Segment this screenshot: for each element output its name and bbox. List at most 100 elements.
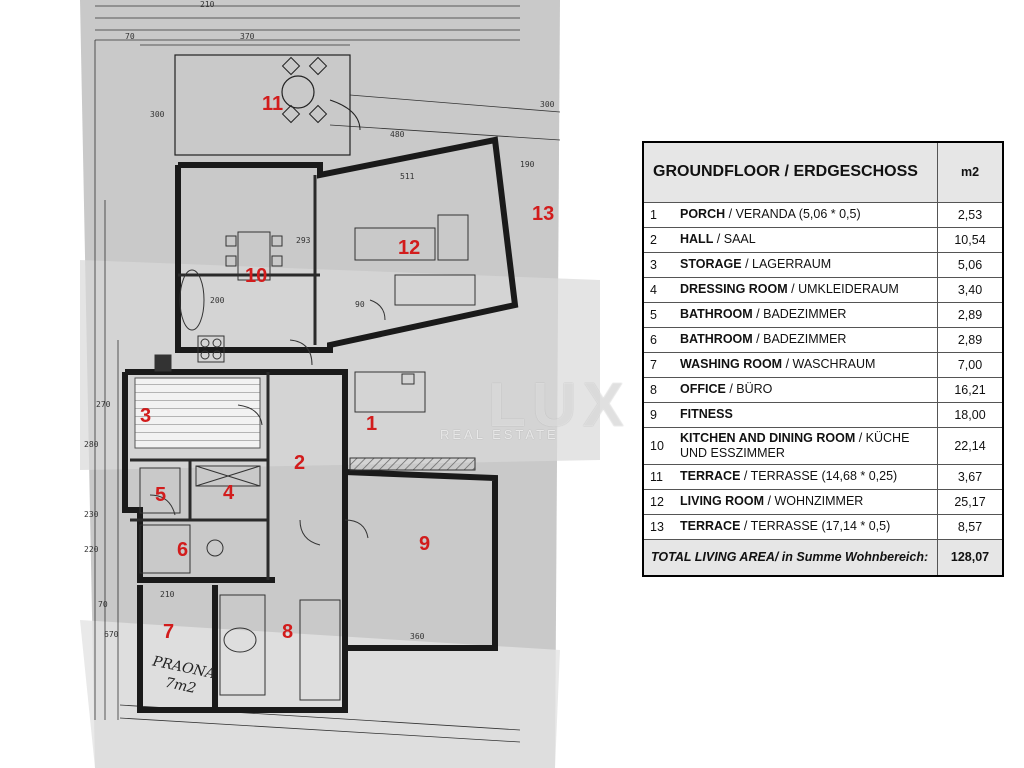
door-swings xyxy=(149,339,369,546)
room-name-en: DRESSING ROOM xyxy=(680,282,788,296)
room-name: DRESSING ROOM / UMKLEIDERAUM xyxy=(675,276,938,303)
room-number: 6 xyxy=(642,326,675,353)
room-number: 1 xyxy=(642,201,675,228)
room-name-en: BATHROOM xyxy=(680,332,753,346)
dimension-label: 70 xyxy=(125,32,135,41)
unit-header: m2 xyxy=(937,141,1004,203)
dimension-label: 190 xyxy=(520,160,535,169)
room-marker-3: 3 xyxy=(140,405,152,427)
dimension-label: 200 xyxy=(210,296,225,305)
room-name-de: / WOHNZIMMER xyxy=(764,494,864,508)
room-name-en: TERRACE xyxy=(680,519,741,533)
dimension-label: 70 xyxy=(98,600,108,609)
room-name-en: FITNESS xyxy=(680,407,733,421)
room-name-de: / VERANDA (5,06 * 0,5) xyxy=(725,207,861,221)
dimension-label: 210 xyxy=(160,590,175,599)
room-name-en: STORAGE xyxy=(680,257,742,271)
dimension-label: 480 xyxy=(390,130,405,139)
room-name: TERRACE / TERRASSE (14,68 * 0,25) xyxy=(675,463,938,490)
watermark-tagline: REAL ESTATE xyxy=(440,427,559,442)
room-name-en: HALL xyxy=(680,232,714,246)
room-area: 10,54 xyxy=(937,226,1004,253)
total-label-rest: in Summe Wohnbereich: xyxy=(778,549,929,564)
dimension-label: 270 xyxy=(96,400,111,409)
room-marker-2: 2 xyxy=(294,452,306,474)
room-marker-8: 8 xyxy=(282,621,294,643)
room-area: 3,67 xyxy=(937,463,1004,490)
total-value: 128,07 xyxy=(937,538,1004,577)
room-area: 7,00 xyxy=(937,351,1004,378)
room-name: TERRACE / TERRASSE (17,14 * 0,5) xyxy=(675,513,938,540)
room-number: 8 xyxy=(642,376,675,403)
dimension-label: 220 xyxy=(84,545,99,554)
room-number: 13 xyxy=(642,513,675,540)
total-row: TOTAL LIVING AREA/ in Summe Wohnbereich:… xyxy=(642,538,1004,577)
room-marker-13: 13 xyxy=(532,203,555,225)
room-name: PORCH / VERANDA (5,06 * 0,5) xyxy=(675,201,938,228)
dimension-label: 300 xyxy=(540,100,555,109)
room-name: STORAGE / LAGERRAUM xyxy=(675,251,938,278)
room-marker-6: 6 xyxy=(177,539,189,561)
room-number: 11 xyxy=(642,463,675,490)
room-number: 9 xyxy=(642,401,675,428)
bathroom-fixtures xyxy=(139,465,261,574)
room-marker-4: 4 xyxy=(223,482,235,504)
floor-plan: 1 2 3 4 5 6 7 8 9 10 11 12 13 210 70 370… xyxy=(80,0,624,768)
room-name-en: TERRACE xyxy=(680,469,741,483)
table-row: 9 FITNESS 18,00 xyxy=(642,401,1004,428)
table-title: GROUNDFLOOR / ERDGESCHOSS xyxy=(642,141,938,203)
room-name-en: LIVING ROOM xyxy=(680,494,765,508)
office-furniture xyxy=(219,594,341,701)
dimension-label: 360 xyxy=(410,632,425,641)
room-number: 2 xyxy=(642,226,675,253)
dimension-label: 280 xyxy=(84,440,99,449)
table-header: GROUNDFLOOR / ERDGESCHOSS m2 xyxy=(642,141,1004,203)
dimension-label: 210 xyxy=(200,0,215,9)
room-area: 8,57 xyxy=(937,513,1004,540)
room-marker-12: 12 xyxy=(398,237,421,259)
room-area: 3,40 xyxy=(937,276,1004,303)
room-marker-10: 10 xyxy=(245,265,268,287)
room-name-en: PORCH xyxy=(680,207,726,221)
interior-walls xyxy=(130,175,320,580)
room-name-de: / BÜRO xyxy=(725,382,773,396)
floor-plan-drawing xyxy=(80,0,600,768)
room-marker-11: 11 xyxy=(262,93,284,115)
room-area: 2,89 xyxy=(937,301,1004,328)
room-number: 7 xyxy=(642,351,675,378)
living-furniture xyxy=(354,214,476,321)
room-area: 18,00 xyxy=(937,401,1004,428)
watermark-brand: LUX xyxy=(488,371,630,440)
room-number: 3 xyxy=(642,251,675,278)
room-marker-7: 7 xyxy=(163,621,175,643)
dimension-label: 90 xyxy=(355,300,365,309)
room-area: 2,89 xyxy=(937,326,1004,353)
room-name-de: / LAGERRAUM xyxy=(741,257,832,271)
dimension-label: 511 xyxy=(400,172,415,181)
room-area: 25,17 xyxy=(937,488,1004,515)
terrace-11-outline xyxy=(174,54,351,156)
room-name-de: / SAAL xyxy=(713,232,756,246)
room-name: BATHROOM / BADEZIMMER xyxy=(675,326,938,353)
room-area: 5,06 xyxy=(937,251,1004,278)
room-name-de: / KÜCHE UND ESSZIMMER xyxy=(680,430,910,460)
dimension-label: 230 xyxy=(84,510,99,519)
room-name-en: KITCHEN AND DINING ROOM xyxy=(680,430,856,445)
dimension-label: 370 xyxy=(240,32,255,41)
room-name: BATHROOM / BADEZIMMER xyxy=(675,301,938,328)
dining-furniture xyxy=(154,231,283,372)
room-number: 5 xyxy=(642,301,675,328)
room-marker-1: 1 xyxy=(366,413,378,435)
room-name-de: / TERRASSE (14,68 * 0,25) xyxy=(740,469,898,483)
room-name: LIVING ROOM / WOHNZIMMER xyxy=(675,488,938,515)
room-name-de: / BADEZIMMER xyxy=(752,307,847,321)
table-row: 2 HALL / SAAL 10,54 xyxy=(642,226,1004,253)
